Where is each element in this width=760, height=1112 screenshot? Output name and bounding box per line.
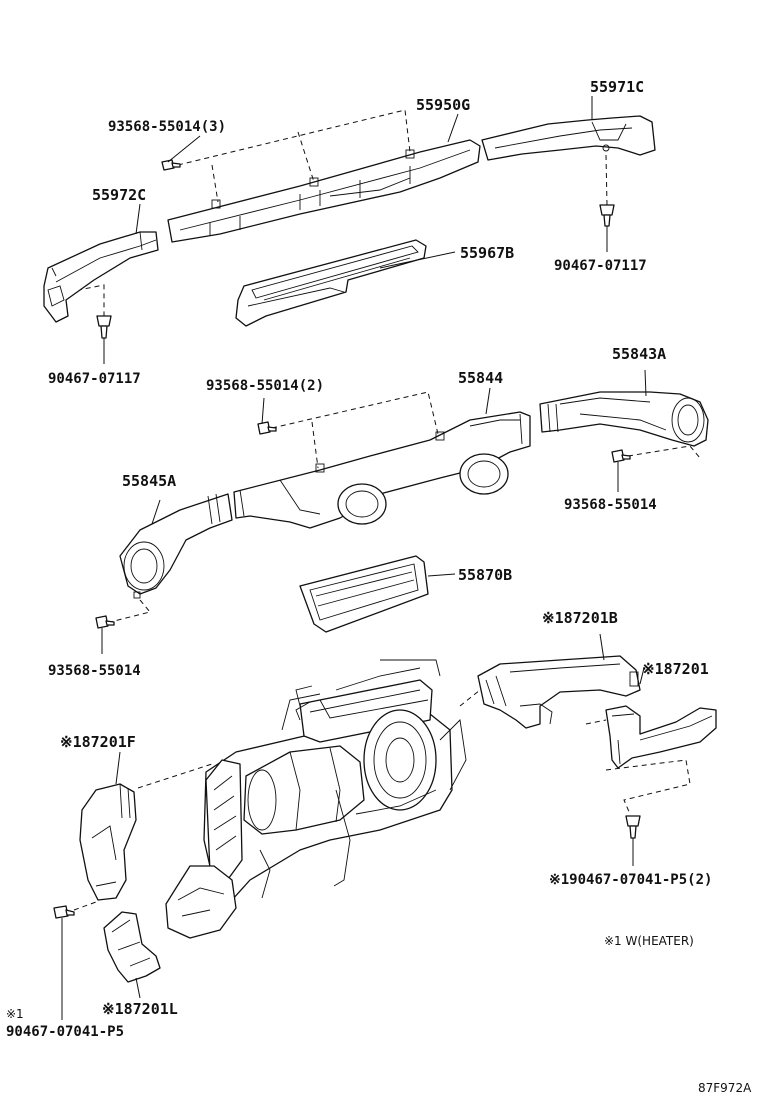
bolt-90467-p5-right: [625, 815, 641, 866]
duct-55950g: [167, 139, 481, 243]
label-93568-3: 93568-55014(3): [108, 119, 226, 135]
label-90467-p5: 90467-07041-P5: [6, 1024, 124, 1040]
label-93568-left: 93568-55014: [48, 663, 141, 679]
label-55967b: 55967B: [460, 244, 514, 262]
bolt-93568-right: [611, 449, 631, 492]
duct-55972c: [43, 231, 159, 323]
label-55845a: 55845A: [122, 472, 176, 490]
label-90467-left: 90467-07117: [48, 371, 141, 387]
label-87201: ※187201: [642, 660, 709, 678]
heater-unit: [165, 659, 467, 939]
bolt-90467-left: [96, 315, 112, 364]
label-87201f: ※187201F: [60, 733, 136, 751]
heater-note: ※1 W(HEATER): [604, 934, 694, 948]
duct-87201: [605, 705, 717, 769]
bolt-93568-top: [161, 159, 181, 171]
grille-55870b: [299, 555, 429, 633]
bolt-93568-middle: [257, 421, 277, 435]
label-55972c: 55972C: [92, 186, 146, 204]
label-55950g: 55950G: [416, 96, 470, 114]
label-90467-p5-2: ※190467-07041-P5(2): [549, 872, 712, 888]
duct-87201f: [79, 783, 137, 901]
label-55971c: 55971C: [590, 78, 644, 96]
figure-code: 87F972A: [698, 1081, 752, 1095]
duct-55843a: [539, 391, 709, 447]
bolt-93568-left: [95, 615, 115, 654]
duct-55971c: [481, 115, 656, 161]
label-90467-top: 90467-07117: [554, 258, 647, 274]
label-87201b: ※187201B: [542, 609, 618, 627]
label-55870b: 55870B: [458, 566, 512, 584]
duct-55844: [233, 411, 531, 529]
bolt-90467-p5-left: [53, 905, 75, 1020]
label-55844: 55844: [458, 369, 503, 387]
duct-55845a: [119, 493, 233, 599]
label-90467-p5-mark: ※1: [6, 1007, 24, 1021]
label-93568-right: 93568-55014: [564, 497, 657, 513]
grille-55967b: [235, 239, 427, 327]
label-55843a: 55843A: [612, 345, 666, 363]
label-87201l: ※187201L: [102, 1000, 178, 1018]
duct-87201b: [477, 655, 641, 729]
duct-87201l: [103, 911, 161, 983]
label-93568-2: 93568-55014(2): [206, 378, 324, 394]
bolt-90467-top-right: [599, 204, 615, 252]
